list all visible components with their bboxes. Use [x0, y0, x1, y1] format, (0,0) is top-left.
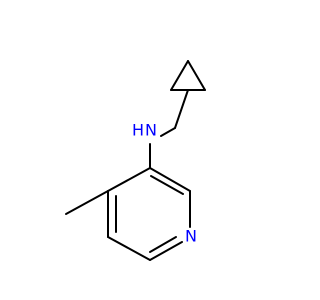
bond-ring-to-ch2: [174, 89, 189, 129]
bond-pyridine-double-2: [149, 236, 177, 253]
bond-pyridine-double-3: [150, 175, 184, 195]
bond-pyridine-c2-c3: [149, 167, 191, 192]
molecule-structure: H N N: [65, 60, 206, 261]
bond-pyridine-c3-c4: [107, 167, 151, 192]
bond-methyl: [65, 190, 109, 215]
bond-pyridine-c5-c6: [107, 236, 151, 261]
bond-cyclopropyl-1: [170, 60, 189, 91]
bond-pyridine-c6-n: [149, 241, 183, 261]
amine-nitrogen-label: N: [145, 121, 157, 140]
bond-cyclopropyl-2: [187, 60, 206, 91]
bond-ch2-to-nh: [160, 127, 176, 137]
amine-hydrogen-label: H: [132, 121, 144, 140]
ring-nitrogen-label: N: [185, 227, 197, 246]
